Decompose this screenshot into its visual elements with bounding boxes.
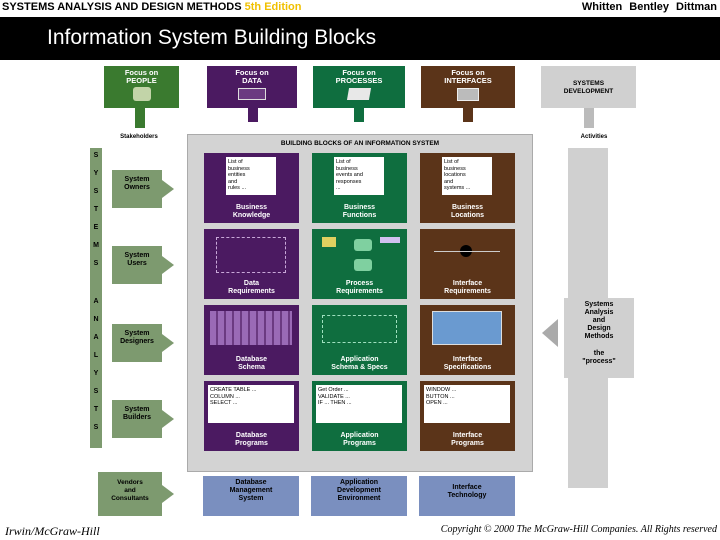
process-icon xyxy=(346,88,372,100)
letter: S xyxy=(93,152,99,159)
database-programs-note: CREATE TABLE ... COLUMN ... SELECT ... xyxy=(208,385,294,423)
schema-grid-icon xyxy=(210,311,292,345)
designers-arrow xyxy=(162,334,174,352)
letter: T xyxy=(93,406,99,413)
computer-icon xyxy=(457,88,479,101)
interface-technology: Interface Technology xyxy=(419,476,515,516)
database-schema-block: Database Schema xyxy=(204,305,299,375)
methods-arrow xyxy=(542,319,558,347)
business-locations-block: List of business locations and systems .… xyxy=(420,153,515,223)
database-schema-caption: Database Schema xyxy=(235,356,268,371)
application-programs-note: Get Order ... VALIDATE ... IF ... THEN .… xyxy=(316,385,402,423)
edition-label: 5th Edition xyxy=(244,1,302,13)
application-programs-caption: Application Programs xyxy=(340,432,379,447)
focus-processes: Focus on PROCESSES xyxy=(313,66,405,108)
authors: Whitten Bentley Dittman xyxy=(581,1,717,13)
business-functions-note: List of business events and responses ..… xyxy=(334,157,384,195)
owners-arrow xyxy=(162,180,174,198)
focus-people: Focus on PEOPLE xyxy=(104,66,179,108)
letter: L xyxy=(93,352,99,359)
application-programs-block: Get Order ... VALIDATE ... IF ... THEN .… xyxy=(312,381,407,451)
business-functions-block: List of business events and responses ..… xyxy=(312,153,407,223)
business-knowledge-block: List of business entities and rules ... … xyxy=(204,153,299,223)
letter: A xyxy=(93,298,99,305)
letter: E xyxy=(93,224,99,231)
letter: A xyxy=(93,334,99,341)
data-requirements-caption: Data Requirements xyxy=(228,280,275,295)
interface-programs-caption: Interface Programs xyxy=(451,432,484,447)
course-title: SYSTEMS ANALYSIS AND DESIGN METHODS 5th … xyxy=(2,1,302,13)
process-requirements-caption: Process Requirements xyxy=(336,280,383,295)
slide-title: Information System Building Blocks xyxy=(0,17,720,60)
interface-programs-note: WINDOW ... BUTTON ... OPEN ... xyxy=(424,385,510,423)
system-builders: System Builders xyxy=(112,400,162,438)
application-schema-block: Application Schema & Specs xyxy=(312,305,407,375)
users-arrow xyxy=(162,256,174,274)
letter: Y xyxy=(93,170,99,177)
app-dev-environment: Application Development Environment xyxy=(311,476,407,516)
application-schema-caption: Application Schema & Specs xyxy=(331,356,388,371)
process-requirements-block: Process Requirements xyxy=(312,229,407,299)
process-shape-icon xyxy=(354,239,372,251)
datastore-shape-icon xyxy=(380,237,400,243)
publisher: Irwin/McGraw-Hill xyxy=(5,524,100,538)
people-icon xyxy=(132,87,151,101)
building-blocks-diagram: Focus on PEOPLE Focus on DATA Focus on P… xyxy=(80,62,643,522)
letter: S xyxy=(93,188,99,195)
sad-methods: Systems Analysis and Design Methods xyxy=(564,298,634,378)
letter: S xyxy=(93,388,99,395)
system-designers: System Designers xyxy=(112,324,162,362)
letter: Y xyxy=(93,370,99,377)
letter: T xyxy=(93,206,99,213)
data-arrow-stem xyxy=(248,108,258,122)
database-programs-block: CREATE TABLE ... COLUMN ... SELECT ... D… xyxy=(204,381,299,451)
business-functions-caption: Business Functions xyxy=(342,204,377,219)
interface-specs-block: Interface Specifications xyxy=(420,305,515,375)
letter: S xyxy=(93,260,99,267)
business-knowledge-note: List of business entities and rules ... xyxy=(226,157,276,195)
process-shape-icon xyxy=(322,237,336,247)
dbms-technology: Database Management System xyxy=(203,476,299,516)
process-arrow-stem xyxy=(354,108,364,122)
screen-layout-icon xyxy=(432,311,502,345)
interface-programs-block: WINDOW ... BUTTON ... OPEN ... Interface… xyxy=(420,381,515,451)
panel-title: BUILDING BLOCKS OF AN INFORMATION SYSTEM xyxy=(280,140,440,147)
building-blocks-panel: BUILDING BLOCKS OF AN INFORMATION SYSTEM… xyxy=(187,134,533,472)
stakeholders-label: Stakeholders xyxy=(120,134,158,140)
focus-data: Focus on DATA xyxy=(207,66,297,108)
top-bar: SYSTEMS ANALYSIS AND DESIGN METHODS 5th … xyxy=(0,0,720,17)
data-icon xyxy=(238,88,266,100)
letter: S xyxy=(93,424,99,431)
vendors-consultants: Vendors and Consultants xyxy=(98,472,162,516)
systems-analysts-bar xyxy=(90,148,102,448)
systems-development-box: SYSTEMS DEVELOPMENT xyxy=(541,66,636,108)
business-knowledge-caption: Business Knowledge xyxy=(232,204,271,219)
interface-requirements-block: Interface Requirements xyxy=(420,229,515,299)
process-label: the "process" xyxy=(582,350,616,365)
system-users: System Users xyxy=(112,246,162,284)
focus-interfaces: Focus on INTERFACES xyxy=(421,66,515,108)
process-shape-icon xyxy=(354,259,372,271)
letter: N xyxy=(93,316,99,323)
structure-chart-icon xyxy=(322,315,397,343)
database-programs-caption: Database Programs xyxy=(235,432,268,447)
letter: M xyxy=(93,242,99,249)
activities-label: Activities xyxy=(580,134,608,140)
people-arrow-stem xyxy=(135,108,145,128)
erd-diagram-icon xyxy=(216,237,286,273)
data-requirements-block: Data Requirements xyxy=(204,229,299,299)
interface-arrow-stem xyxy=(463,108,473,122)
system-owners: System Owners xyxy=(112,170,162,208)
business-locations-note: List of business locations and systems .… xyxy=(442,157,492,195)
copyright: Copyright © 2000 The McGraw-Hill Compani… xyxy=(440,524,717,535)
interface-specs-caption: Interface Specifications xyxy=(443,356,492,371)
sysdev-arrow-stem xyxy=(584,108,594,128)
vendors-arrow xyxy=(162,485,174,503)
business-locations-caption: Business Locations xyxy=(450,204,485,219)
builders-arrow xyxy=(162,410,174,428)
network-line xyxy=(434,251,500,252)
interface-requirements-caption: Interface Requirements xyxy=(444,280,491,295)
